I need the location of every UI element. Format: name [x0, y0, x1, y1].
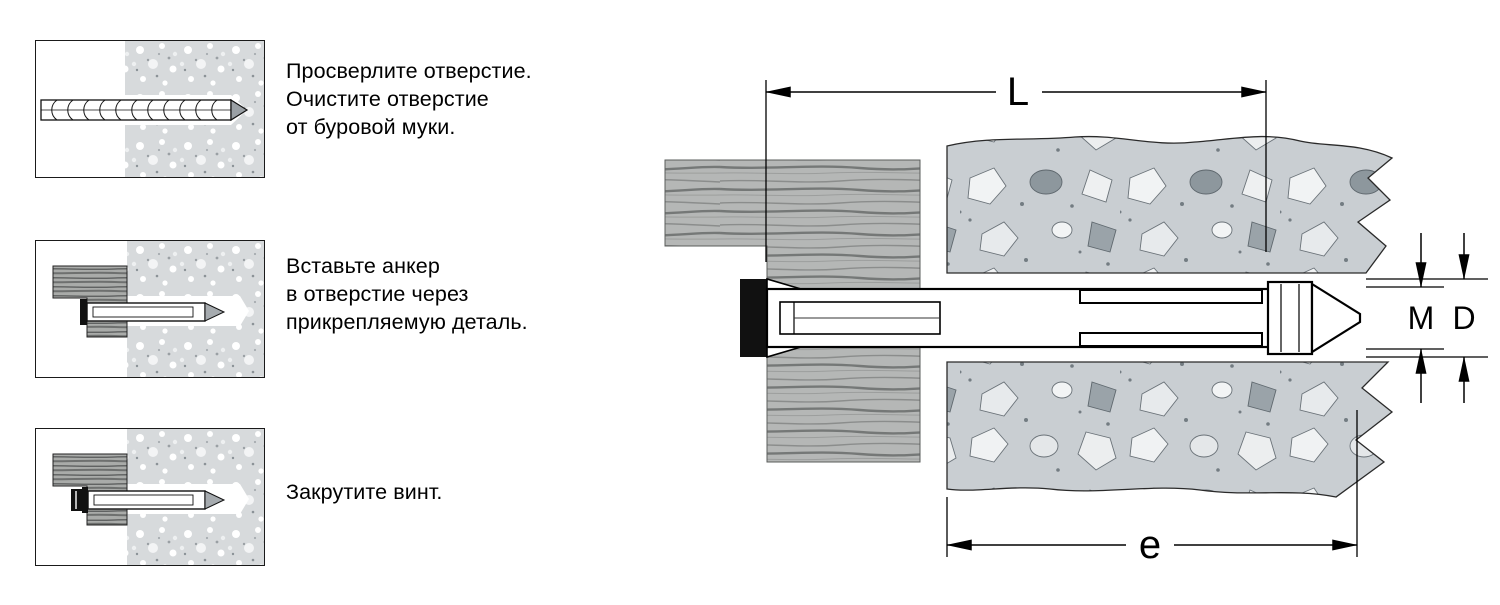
- step-2-line-1: Вставьте анкер: [286, 254, 440, 278]
- anchor-insert-illustration: [35, 240, 265, 378]
- step-2-caption: Вставьте анкер в отверстие через прикреп…: [286, 252, 528, 336]
- step-1-line-3: от буровой муки.: [286, 115, 456, 139]
- anchor-cross-section-diagram: L e M D: [640, 0, 1500, 600]
- anchor-icon: [80, 299, 226, 325]
- dim-label-L: L: [1007, 70, 1029, 114]
- expansion-slot-top: [1079, 289, 1263, 304]
- step-1-line-1: Просверлите отверстие.: [286, 59, 532, 83]
- main-diagram-svg: L e M D: [664, 70, 1488, 567]
- dimension-L: L: [765, 70, 1267, 262]
- concrete-below-hole: [946, 361, 1394, 498]
- step-2-figure: [35, 240, 265, 378]
- step-1-figure: [35, 40, 265, 178]
- anchor-assembly: [740, 277, 1362, 359]
- anchor-tightened-icon: [71, 487, 226, 513]
- concrete-section: [946, 135, 1394, 498]
- step-2-line-2: в отверстие через: [286, 282, 469, 306]
- dim-label-M: M: [1408, 300, 1435, 336]
- dimension-e: e: [946, 410, 1358, 567]
- anchor-cone-tip: [1310, 282, 1362, 354]
- anchor-flange: [740, 279, 767, 357]
- drill-bit-illustration: [35, 40, 265, 178]
- anchor-nut: [1266, 280, 1314, 356]
- step-1-caption: Просверлите отверстие. Очистите отверсти…: [286, 57, 532, 141]
- expansion-slot-bottom: [1079, 332, 1263, 347]
- dimension-M-D: M D: [1366, 233, 1488, 403]
- step-3-line-1: Закрутите винт.: [286, 480, 443, 504]
- anchor-screw-inside: [779, 301, 941, 335]
- dim-label-e: e: [1139, 523, 1161, 567]
- screw-tighten-illustration: [35, 428, 265, 566]
- drill-bit-icon: [40, 98, 249, 122]
- concrete-above-hole: [946, 135, 1394, 274]
- step-2-line-3: прикрепляемую деталь.: [286, 310, 528, 334]
- step-3-figure: [35, 428, 265, 566]
- step-1-line-2: Очистите отверстие: [286, 87, 489, 111]
- dim-label-D: D: [1452, 300, 1475, 336]
- step-3-caption: Закрутите винт.: [286, 478, 442, 506]
